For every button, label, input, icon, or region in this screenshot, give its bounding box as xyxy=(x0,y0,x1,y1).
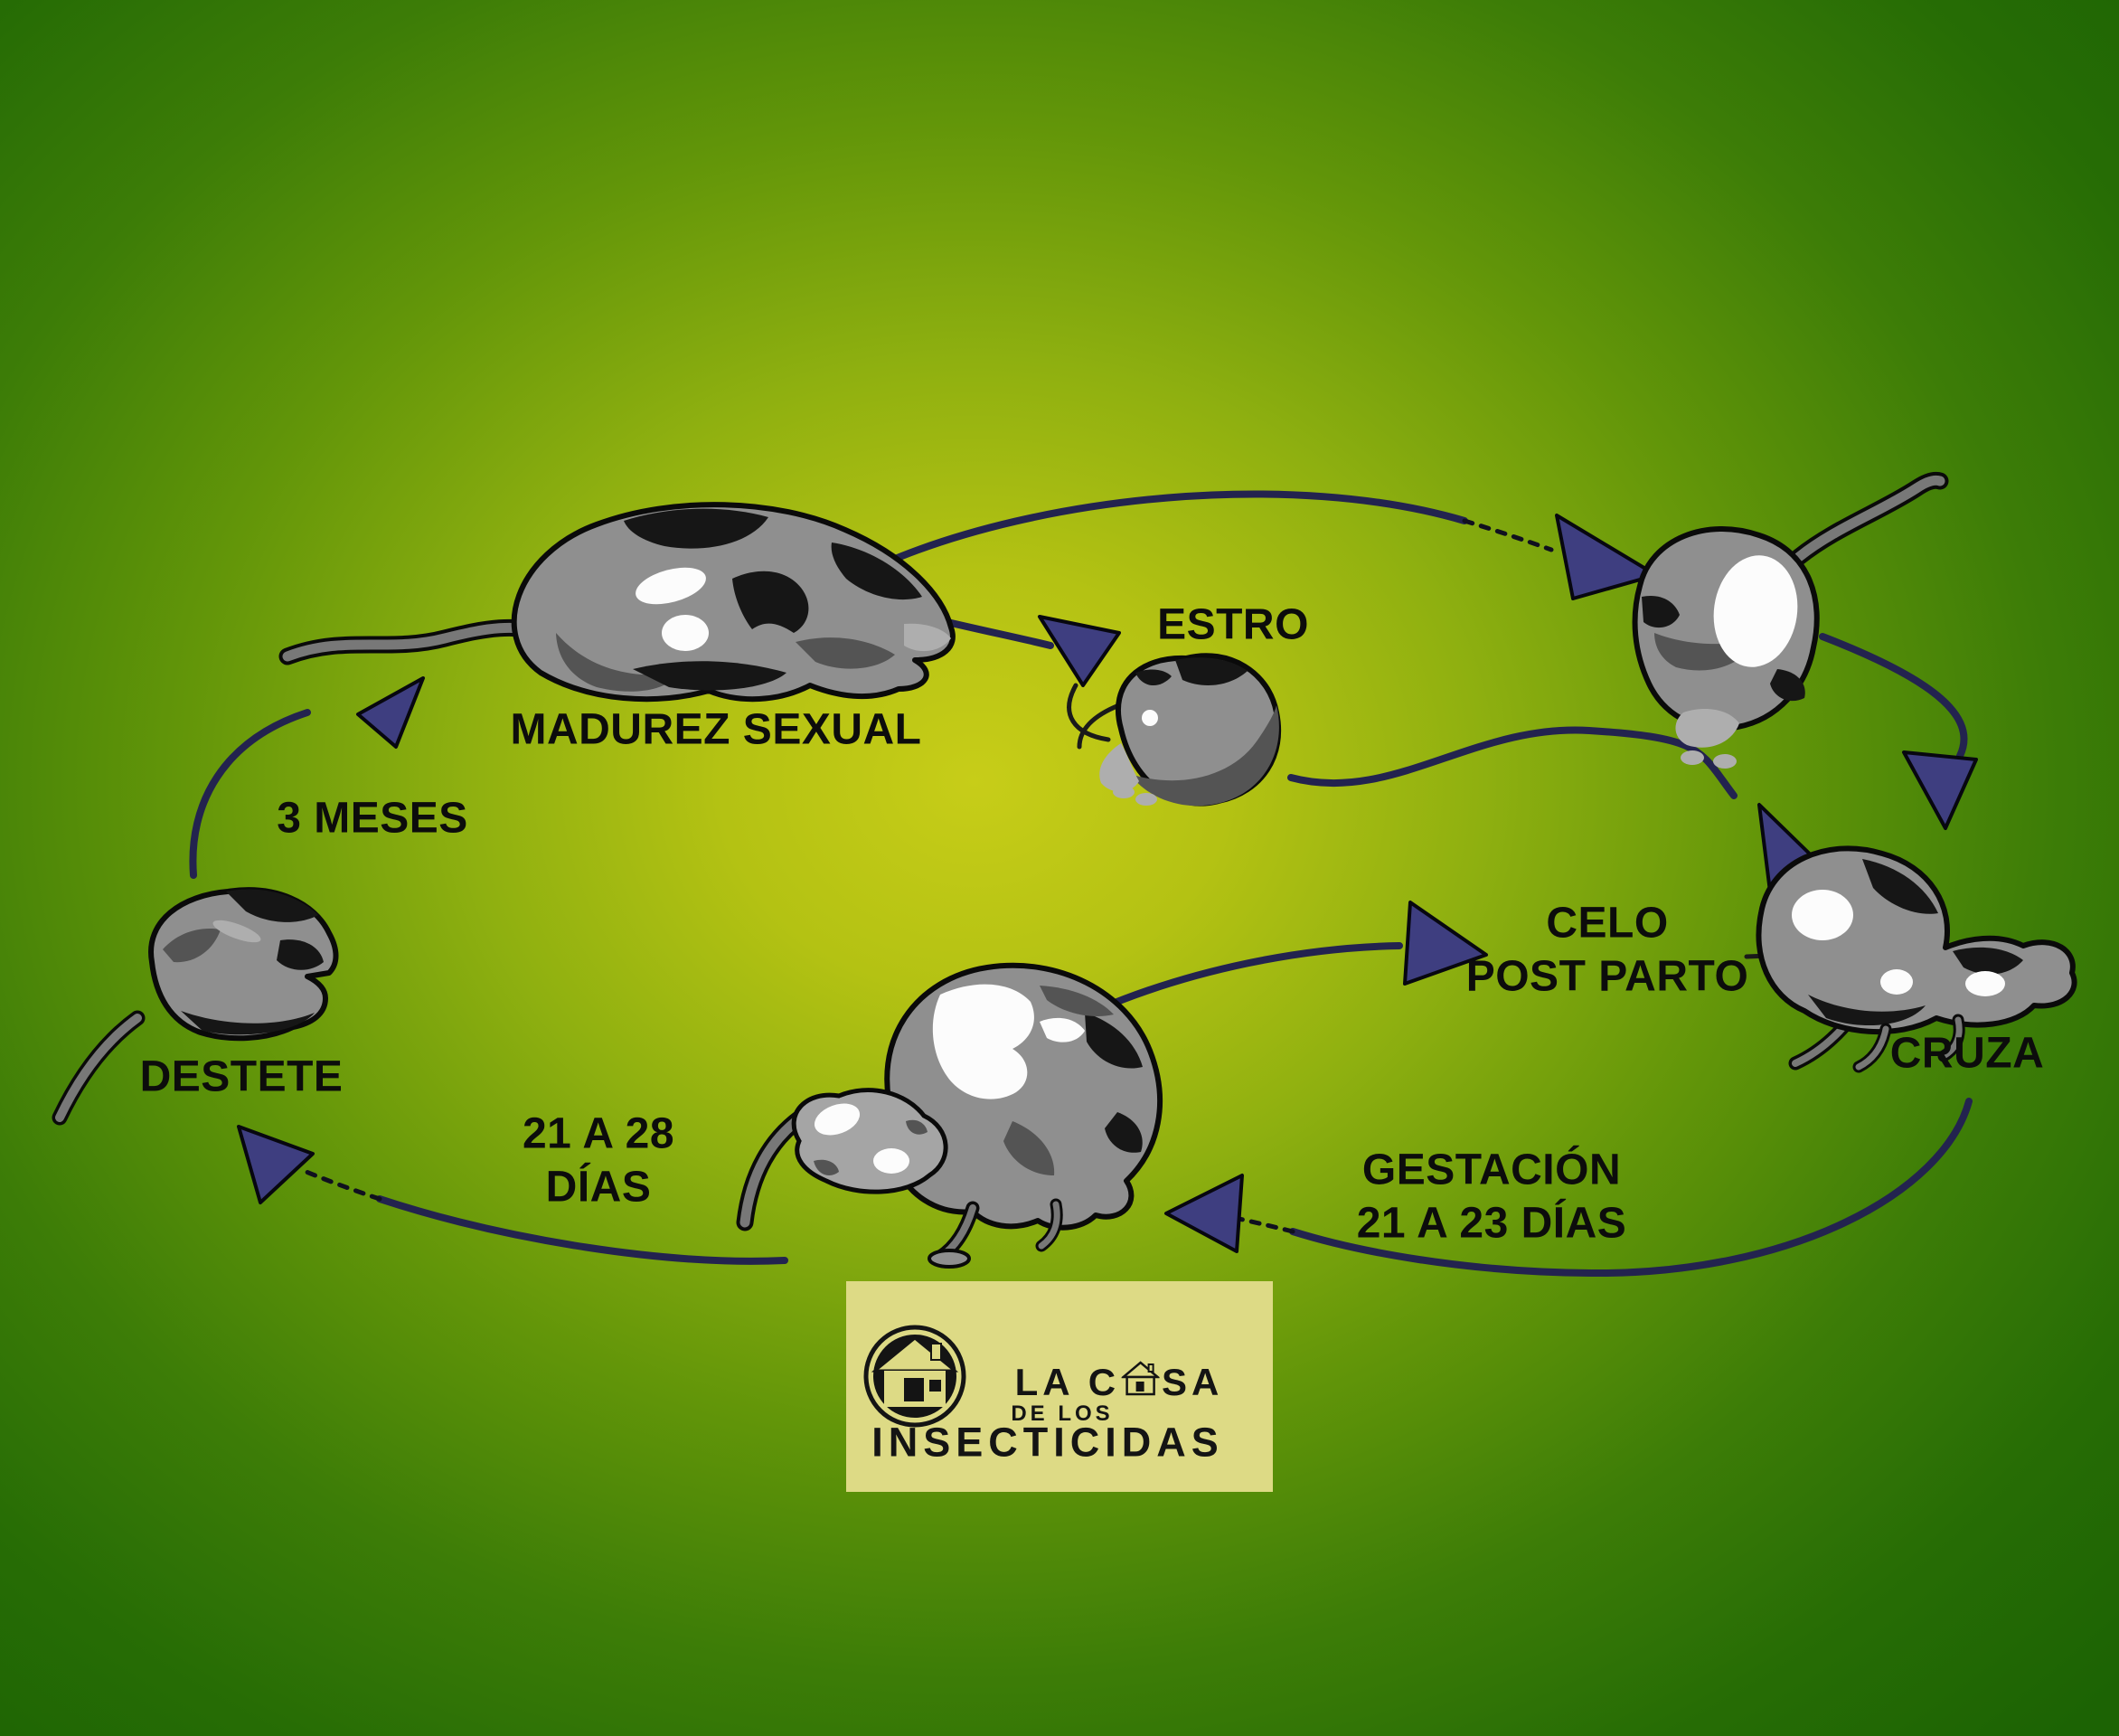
arrow-parto-to-destete xyxy=(237,1125,788,1265)
label-21-a-28-line2: DÍAS xyxy=(545,1163,652,1211)
arrow-top-rat-to-cruza xyxy=(1819,633,1978,830)
rat-parto-con-crias-illustration xyxy=(736,962,1163,1269)
rat-madurez-sexual-illustration xyxy=(278,502,956,703)
label-celo-post-parto: CELO POST PARTO xyxy=(1466,897,1749,1003)
label-celo-line2: POST PARTO xyxy=(1465,952,1749,1000)
label-estro: ESTRO xyxy=(1157,600,1309,649)
rat-cruza-illustration xyxy=(1744,845,2077,1073)
label-gestacion-line1: GESTACIÓN xyxy=(1361,1146,1622,1194)
arrow-destete-to-madurez xyxy=(189,676,425,879)
logo-name-prefix: LA C xyxy=(1014,1361,1121,1403)
label-madurez-sexual: MADUREZ SEXUAL xyxy=(510,705,922,754)
logo-name-suffix: SA xyxy=(1162,1361,1224,1403)
rat-estro-illustration xyxy=(1077,653,1282,807)
house-circle-icon xyxy=(863,1325,966,1428)
house-icon xyxy=(1122,1361,1161,1396)
label-21-a-28-line1: 21 A 28 xyxy=(522,1109,675,1158)
logo-bottom-text: INSECTICIDAS xyxy=(871,1419,1224,1466)
logo-name-row: LA C SA xyxy=(1015,1361,1224,1404)
arrow-cruza-to-parto-gestacion xyxy=(1164,1098,1973,1278)
label-21-a-28-dias: 21 A 28 DÍAS xyxy=(523,1108,674,1213)
arrow-madurez-to-top-rat xyxy=(879,490,1658,600)
label-gestacion-line2: 21 A 23 DÍAS xyxy=(1356,1199,1627,1247)
label-destete: DESTETE xyxy=(139,1052,344,1101)
label-gestacion: GESTACIÓN 21 A 23 DÍAS xyxy=(1357,1144,1627,1250)
arrow-parto-to-celo-post-parto xyxy=(1096,901,1488,1013)
label-celo-line1: CELO xyxy=(1546,899,1669,948)
rat-top-view-illustration xyxy=(1632,471,1949,769)
rat-destete-illustration xyxy=(52,887,339,1126)
label-3-meses: 3 MESES xyxy=(277,794,468,843)
brand-logo: LA C SA DE LOS INSECTICIDAS xyxy=(846,1281,1273,1492)
arrow-estro-to-cruza xyxy=(1287,726,1830,893)
logo-mid-text: DE LOS xyxy=(1011,1401,1114,1426)
label-cruza: CRUZA xyxy=(1889,1029,2045,1078)
